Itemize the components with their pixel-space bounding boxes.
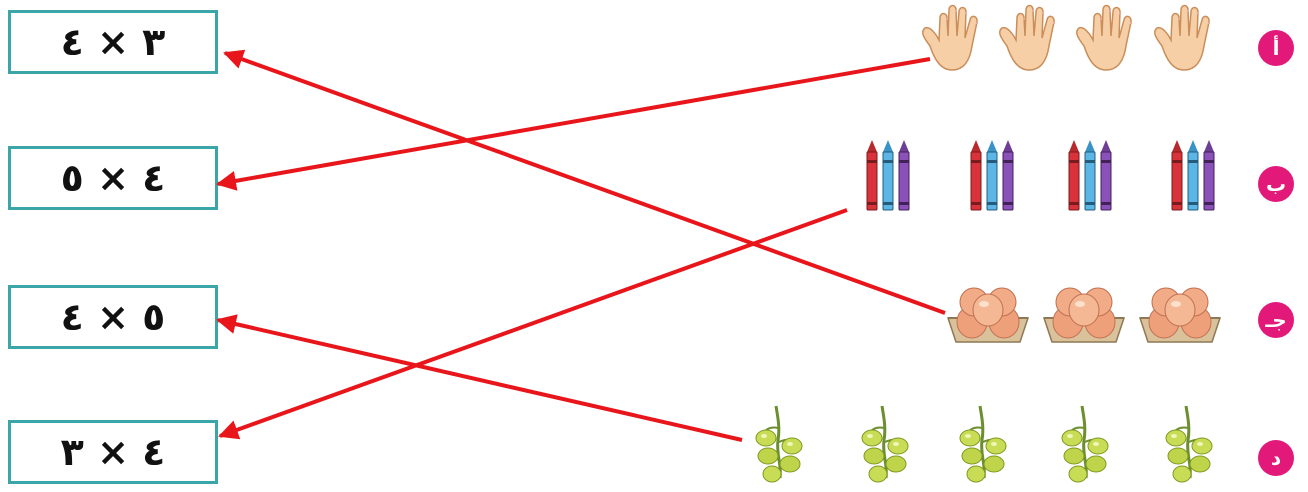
row-label-badge-3: جـ xyxy=(1258,302,1294,338)
grape-bunch-icon xyxy=(1164,404,1214,484)
arrow-eggs-to-box-1 xyxy=(223,49,946,315)
expression-box-1[interactable]: ٣ × ٤ xyxy=(8,10,218,74)
grape-bunch-icon xyxy=(754,404,804,484)
match-arrows xyxy=(216,49,946,442)
grape-bunch-icons xyxy=(754,404,1214,484)
crayon-group-icon xyxy=(1068,139,1112,211)
hand-icon xyxy=(1153,4,1211,71)
expression-box-4[interactable]: ٤ × ٣ xyxy=(8,420,218,484)
hand-icon-group xyxy=(921,4,1211,71)
row-label-badge-4: د xyxy=(1258,440,1294,476)
row-label-badge-2: ب xyxy=(1258,166,1294,202)
crayon-group-icon xyxy=(1171,139,1215,211)
expression-box-3[interactable]: ٥ × ٤ xyxy=(8,285,218,349)
hand-icon xyxy=(1075,4,1133,71)
egg-tray-icons xyxy=(947,287,1221,343)
crayon-group-icon xyxy=(970,139,1014,211)
egg-tray-icon xyxy=(947,287,1029,343)
arrow-hands-to-box-2 xyxy=(216,57,931,191)
egg-tray-icon xyxy=(1139,287,1221,343)
row-label-badge-1: أ xyxy=(1258,30,1294,66)
grape-bunch-icon xyxy=(1060,404,1110,484)
arrow-crayons-to-box-4 xyxy=(218,208,848,440)
egg-tray-icon xyxy=(1043,287,1125,343)
expression-box-2[interactable]: ٤ × ٥ xyxy=(8,146,218,210)
hand-icon xyxy=(998,4,1056,71)
hand-icon xyxy=(921,4,979,71)
grape-bunch-icon xyxy=(958,404,1008,484)
crayon-group-icon xyxy=(866,139,910,211)
crayon-group-icons xyxy=(866,139,1215,211)
grape-bunch-icon xyxy=(860,404,910,484)
arrow-grapes-to-box-3 xyxy=(216,314,743,442)
